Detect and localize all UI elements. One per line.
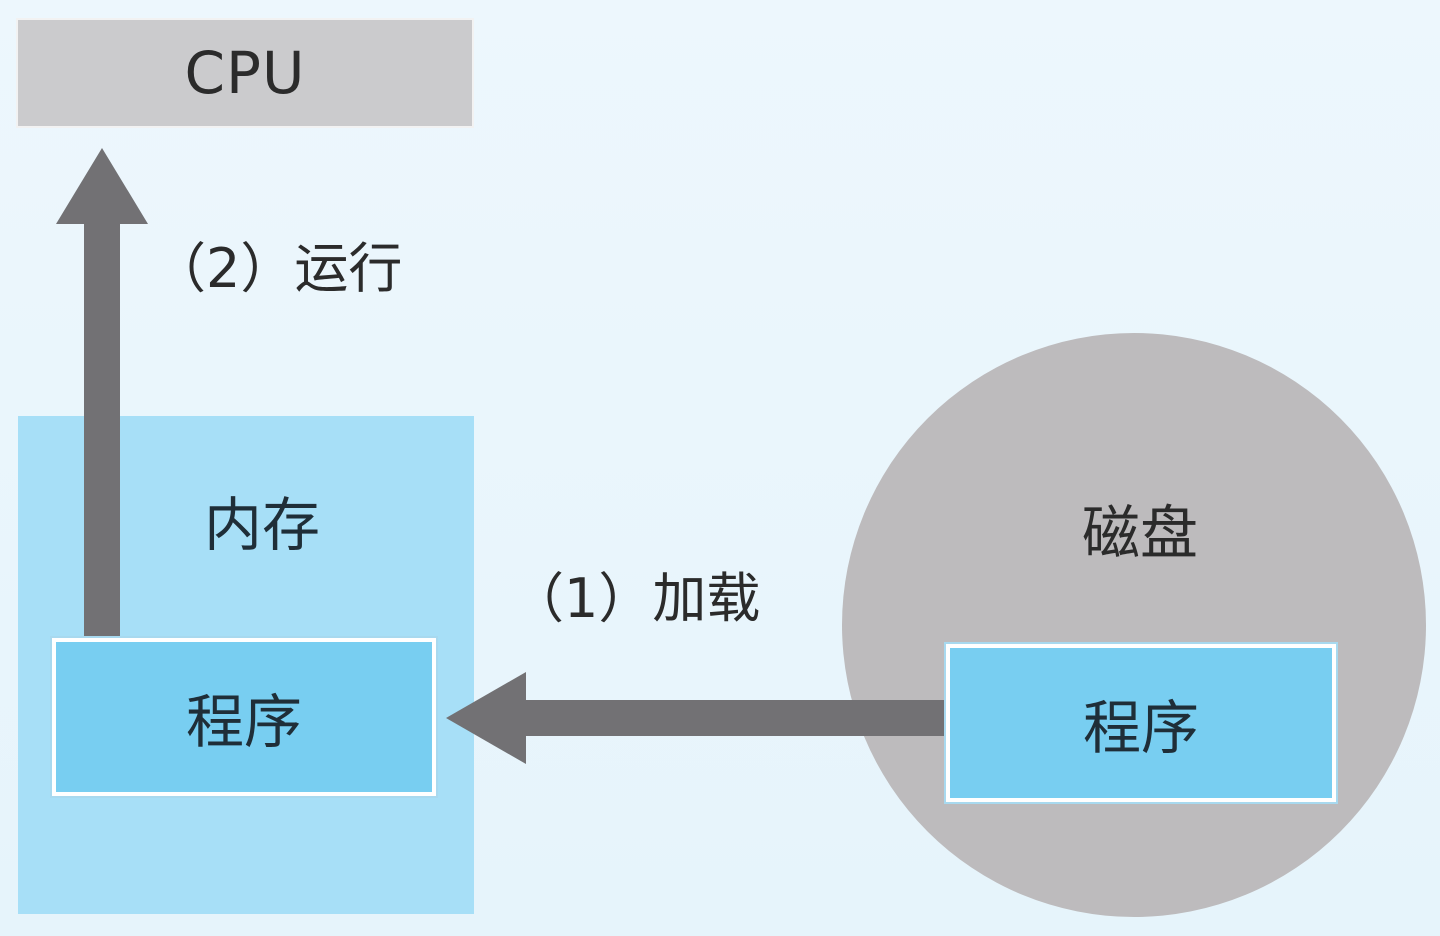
disk-circle — [842, 333, 1426, 917]
cpu-box: CPU — [16, 18, 474, 128]
disk-program-box: 程序 — [946, 644, 1336, 802]
run-step-label: （2）运行 — [152, 237, 403, 300]
memory-label: 内存 — [203, 491, 320, 559]
disk-label: 磁盘 — [1081, 499, 1198, 567]
load-step-label: （1）加载 — [510, 567, 761, 630]
run-arrow — [56, 148, 148, 636]
load-arrow — [446, 672, 946, 764]
memory-program-box: 程序 — [52, 638, 436, 796]
